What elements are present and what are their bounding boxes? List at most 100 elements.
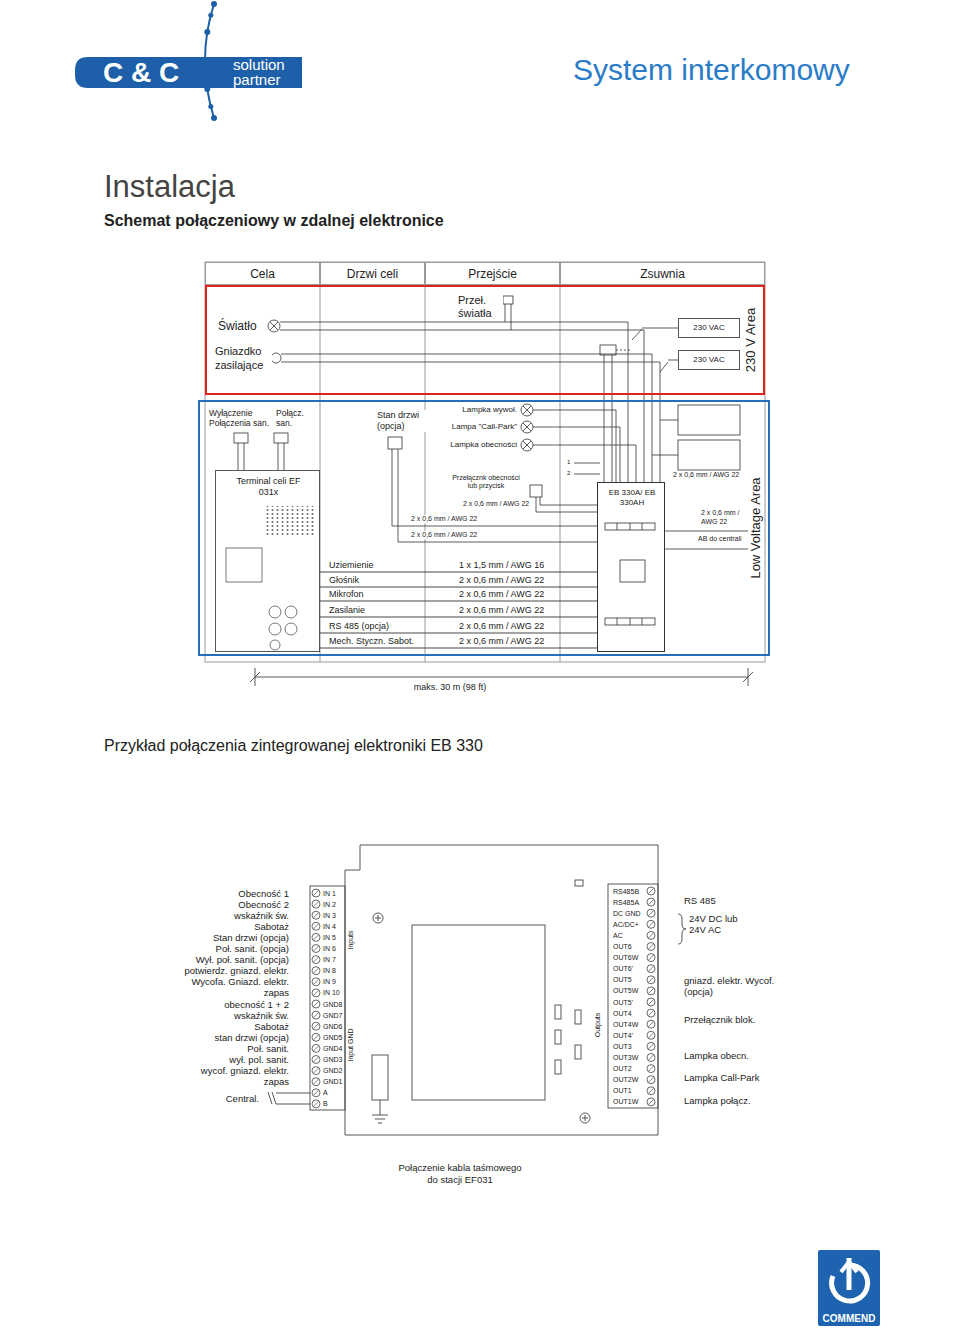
pin-slot	[314, 913, 319, 918]
pin-screw	[312, 945, 320, 953]
node-text: EB 330A/ EB 330AH	[605, 488, 659, 508]
label: AC/DC+	[612, 920, 640, 929]
pin-screw	[312, 967, 320, 975]
node-text: 230 V Area	[743, 307, 759, 373]
node-text: Przejście	[467, 267, 518, 281]
label: OUT3W	[612, 1053, 639, 1062]
label: AC	[612, 931, 624, 940]
pin-slot	[314, 935, 319, 940]
label: RS485A	[612, 898, 640, 907]
label: Światło	[217, 319, 258, 333]
column-header: Przejście	[425, 262, 560, 285]
electronics-box: EB 330A/ EB 330AH	[597, 482, 665, 652]
column-header: Zsuwnia	[560, 262, 765, 285]
label: 2	[566, 470, 571, 477]
label: Obecność 1	[237, 888, 290, 899]
pin-slot	[649, 1000, 654, 1005]
pin-slot	[314, 979, 319, 984]
page-title: Instalacja	[103, 168, 236, 205]
label: Lampka Call-Park	[683, 1072, 761, 1083]
mains-wiring	[268, 296, 678, 482]
label: wył. pol. sanit.	[228, 1054, 290, 1065]
pin-slot	[314, 1068, 319, 1073]
label: Wył. poł. sanit. (opcja)	[195, 954, 290, 965]
label: Poł. sanit.	[246, 1043, 290, 1054]
pin-slot	[649, 1033, 654, 1038]
label: OUT6	[612, 942, 633, 951]
pin-slot	[649, 1011, 654, 1016]
label: RS485B	[612, 887, 640, 896]
cable-label: 2 x 0,6 mm / AWG 22	[458, 589, 545, 600]
label: Outputs	[594, 1012, 602, 1039]
commend-logo	[818, 1250, 880, 1326]
pin-slot	[649, 988, 654, 993]
cable-label: 2 x 0,6 mm / AWG 22	[458, 605, 545, 616]
pin-screw	[647, 998, 655, 1006]
label: IN 9	[322, 977, 337, 986]
label: Wycofa. Gniazd. elektr.	[190, 976, 290, 987]
pin-screw	[312, 1089, 320, 1097]
label: C & C	[102, 56, 180, 90]
node-text: 230 VAC	[692, 355, 725, 365]
label: IN 1	[322, 889, 337, 898]
label: GND1	[322, 1077, 343, 1086]
label: System interkomowy	[572, 52, 851, 88]
pin-screw	[647, 1042, 655, 1050]
label: OUT5W	[612, 986, 639, 995]
pin-screw	[312, 978, 320, 986]
label: potwierdz. gniazd. elektr.	[183, 965, 290, 976]
label: IN 10	[322, 988, 341, 997]
label: B	[322, 1099, 329, 1108]
pin-screw	[312, 900, 320, 908]
label: Przeł. światła	[457, 294, 503, 320]
label: Stan drzwi (opcja)	[212, 932, 290, 943]
label: Wyłączenie Połączenia san.	[208, 408, 274, 428]
label: gniazd. elektr. Wycof. (opcja)	[683, 975, 797, 997]
logo-arc	[205, 4, 214, 118]
pin-slot	[649, 1088, 654, 1093]
label: IN 2	[322, 900, 337, 909]
supply-box: 230 VAC	[678, 350, 740, 370]
pin-screw	[312, 933, 320, 941]
pin-screw	[312, 1033, 320, 1041]
label: OUT1W	[612, 1097, 639, 1106]
label: AB do centrali	[697, 535, 743, 543]
label: IN 8	[322, 966, 337, 975]
pin-screw	[312, 1078, 320, 1086]
pin-slot	[314, 1090, 319, 1095]
pin-slot	[649, 889, 654, 894]
label: 2 x 0,6 mm / AWG 22	[672, 471, 740, 479]
cable-line	[320, 587, 597, 588]
label: Mech. Styczn. Sabot.	[328, 636, 415, 647]
pin-screw	[647, 909, 655, 917]
pin-screw	[647, 987, 655, 995]
pin-slot	[314, 1079, 319, 1084]
label: wskaźnik św.	[233, 1010, 290, 1021]
pin-screw	[647, 943, 655, 951]
cable-line	[320, 617, 597, 618]
label: GND2	[322, 1066, 343, 1075]
column-header: Cela	[205, 262, 320, 285]
pin-slot	[314, 1002, 319, 1007]
label: OUT5'	[612, 998, 634, 1007]
pin-screw	[312, 911, 320, 919]
pin-screw	[312, 1044, 320, 1052]
pin-slot	[649, 977, 654, 982]
label: 1	[566, 459, 571, 466]
label: Stan drzwi (opcja)	[376, 410, 436, 432]
label: Lampka połącz.	[683, 1095, 752, 1106]
label: Przykład połączenia zintegrowanej elektr…	[103, 736, 484, 755]
pin-screw	[647, 954, 655, 962]
label: GND5	[322, 1033, 343, 1042]
pin-screw	[312, 1056, 320, 1064]
label: IN 3	[322, 911, 337, 920]
label: 2 x 0,6 mm / AWG 22	[462, 500, 530, 508]
pin-slot	[314, 924, 319, 929]
label: Central.	[225, 1093, 260, 1104]
pin-screw	[647, 1009, 655, 1017]
cable-line	[320, 572, 597, 573]
logo-dots	[204, 1, 217, 121]
terminal-details	[226, 506, 316, 650]
label: OUT3	[612, 1042, 633, 1051]
label: Inputs	[347, 929, 355, 950]
